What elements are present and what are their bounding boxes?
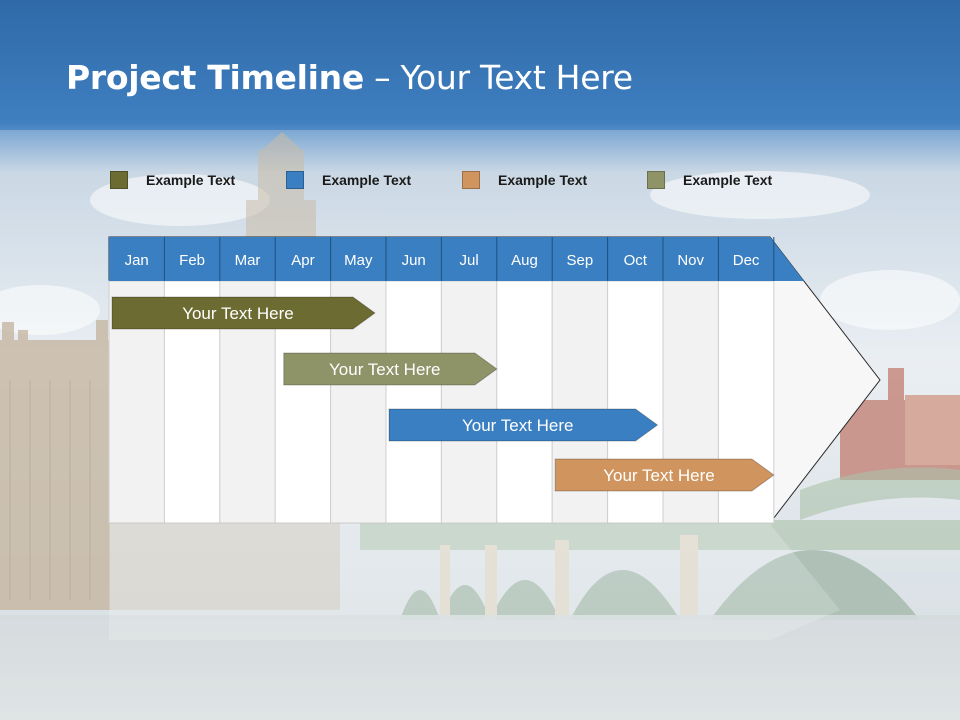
month-label-oct: Oct (624, 252, 648, 269)
task-bar-shape (554, 458, 775, 492)
title-bold: Project Timeline (66, 58, 364, 97)
page-title: Project Timeline – Your Text Here (66, 58, 633, 97)
month-header-band (109, 237, 804, 281)
month-label-apr: Apr (291, 252, 314, 269)
legend-label-4: Example Text (683, 172, 773, 188)
month-label-aug: Aug (511, 252, 538, 269)
task-bar-3[interactable]: Your Text Here (388, 408, 659, 442)
month-label-sep: Sep (567, 252, 594, 269)
legend-item-4: Example Text (647, 170, 772, 190)
month-label-jan: Jan (125, 252, 149, 269)
legend-swatch-3 (462, 171, 480, 189)
title-rest: – Your Text Here (363, 58, 633, 97)
month-label-mar: Mar (235, 252, 261, 269)
legend-label-3: Example Text (498, 172, 588, 188)
task-bar-label: Your Text Here (182, 304, 294, 323)
legend-swatch-2 (286, 171, 304, 189)
month-label-nov: Nov (677, 252, 704, 269)
month-labels: Jan Feb Mar Apr May Jun Jul Aug Sep Oct Nov Dec (125, 252, 760, 269)
task-bar-2[interactable]: Your Text Here (283, 352, 498, 386)
task-bar-label: Your Text Here (603, 466, 715, 485)
month-column-jul (440, 280, 498, 524)
month-label-feb: Feb (179, 252, 205, 269)
arrow-reflection (109, 524, 840, 640)
legend-item-3: Example Text (462, 170, 587, 190)
task-bar-shape (111, 296, 376, 330)
legend-swatch-1 (110, 171, 128, 189)
task-bar-shape (388, 408, 659, 442)
month-label-dec: Dec (733, 252, 760, 269)
task-bar-1[interactable]: Your Text Here (111, 296, 376, 330)
legend-label-1: Example Text (146, 172, 236, 188)
month-label-jun: Jun (402, 252, 426, 269)
task-bar-shape (283, 352, 498, 386)
legend-item-2: Example Text (286, 170, 411, 190)
legend-swatch-4 (647, 171, 665, 189)
month-label-jul: Jul (460, 252, 479, 269)
month-label-may: May (344, 252, 373, 269)
month-header-dividers (163, 237, 775, 281)
task-bar-label: Your Text Here (329, 360, 441, 379)
month-column-jun (385, 280, 442, 524)
month-column-aug (496, 280, 553, 524)
legend-item-1: Example Text (110, 170, 235, 190)
legend-label-2: Example Text (322, 172, 412, 188)
task-bar-label: Your Text Here (462, 416, 574, 435)
task-bar-4[interactable]: Your Text Here (554, 458, 775, 492)
